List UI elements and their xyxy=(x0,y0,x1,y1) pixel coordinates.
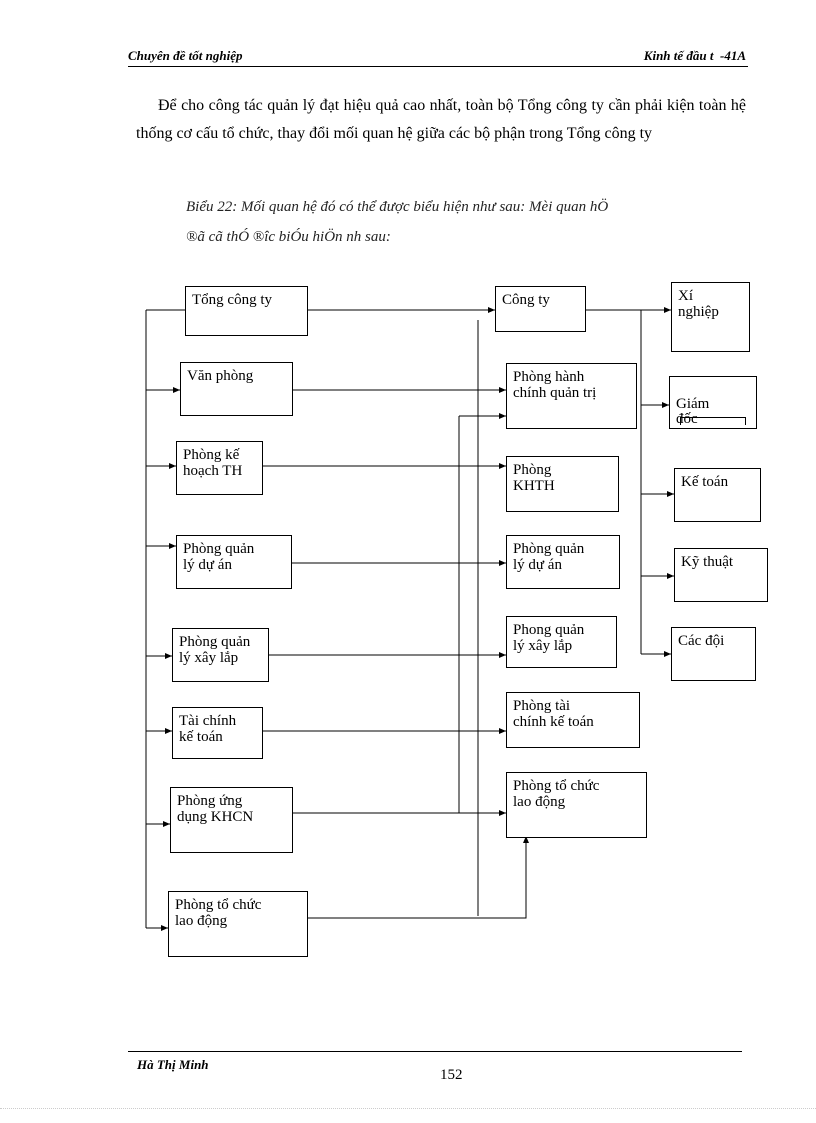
box-phong-quan-ly-xay-lap: Phòng quản lý xây lắp xyxy=(172,628,269,682)
box-phong-tai-chinh-ke-toan: Phòng tài chính kế toán xyxy=(506,692,640,748)
box-phong-to-chuc-lao-dong-2: Phòng tổ chức lao động xyxy=(506,772,647,838)
box-xi-nghiep: Xí nghiệp xyxy=(671,282,750,352)
header-right: Kinh tế đầu t -41A xyxy=(643,48,746,63)
body-paragraph: Để cho công tác quản lý đạt hiệu quả cao… xyxy=(136,97,746,142)
box-phong-ung-dung-khcn: Phòng ứng dụng KHCN xyxy=(170,787,293,853)
box-van-phong: Văn phòng xyxy=(180,362,293,416)
footer-rule xyxy=(128,1051,742,1052)
page-bottom-edge xyxy=(0,1108,816,1109)
box-cong-ty: Công ty xyxy=(495,286,586,332)
box-phong-khth: Phòng KHTH xyxy=(506,456,619,512)
giam-doc-underline xyxy=(680,417,746,425)
box-tai-chinh-ke-toan: Tài chính kế toán xyxy=(172,707,263,759)
box-phong-quan-ly-du-an-2: Phòng quản lý dự án xyxy=(506,535,620,589)
box-giam-doc: Giám đốc xyxy=(669,376,757,429)
caption-line-2: ®ã cã thÓ ®­îc biÓu hiÖn nh­ sau: xyxy=(186,229,391,245)
box-phong-ke-hoach: Phòng kế hoạch TH xyxy=(176,441,263,495)
box-phong-quan-ly-du-an: Phòng quản lý dự án xyxy=(176,535,292,589)
caption-line-1: Biểu 22: Mối quan hệ đó có thể được biểu… xyxy=(186,199,609,215)
box-cac-doi: Các đội xyxy=(671,627,756,681)
box-ke-toan: Kế toán xyxy=(674,468,761,522)
footer-author: Hà Thị Minh xyxy=(137,1057,209,1072)
box-phong-to-chuc-lao-dong: Phòng tổ chức lao động xyxy=(168,891,308,957)
giam-doc-label: Giám đốc xyxy=(676,396,710,427)
box-ky-thuat: Kỹ thuật xyxy=(674,548,768,602)
box-phong-hanh-chinh: Phòng hành chính quản trị xyxy=(506,363,637,429)
box-tong-cong-ty: Tổng công ty xyxy=(185,286,308,336)
header-rule xyxy=(128,66,748,67)
header-left: Chuyên đề tốt nghiệp xyxy=(128,48,243,63)
page-number: 152 xyxy=(440,1067,463,1083)
figure-caption: Biểu 22: Mối quan hệ đó có thể được biểu… xyxy=(186,192,756,252)
box-phong-quan-ly-xay-lap-2: Phong quản lý xây lắp xyxy=(506,616,617,668)
